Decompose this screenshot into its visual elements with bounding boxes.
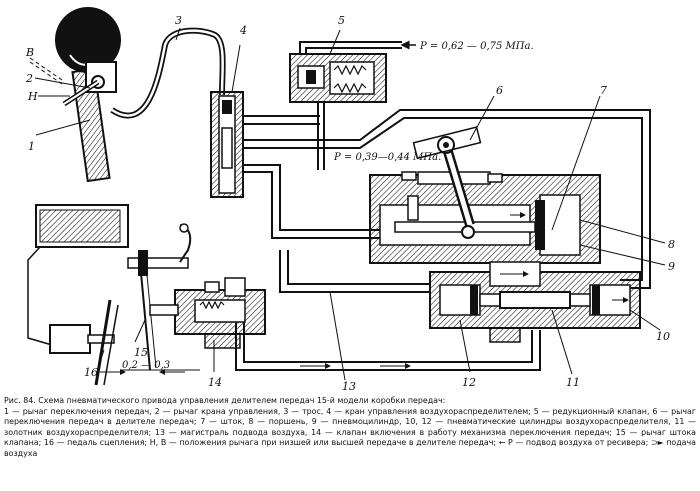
label-8: В	[25, 46, 34, 59]
valve-stem-lever	[139, 261, 151, 371]
air-distributor	[429, 261, 661, 375]
clutch-pedal	[94, 299, 112, 386]
label-5: 5	[338, 14, 345, 27]
gear-lever-shaft	[71, 67, 111, 183]
clutch-assembly	[27, 204, 200, 386]
gear-shift-enable-valve	[149, 277, 266, 372]
caption-body: 1 — рычаг переключения передач, 2 — рыча…	[4, 406, 696, 458]
divider-control-valve	[210, 44, 244, 198]
label-h: Н	[27, 90, 38, 103]
label-10: 10	[656, 330, 670, 343]
label-2: 2	[25, 72, 33, 85]
label-13: 13	[342, 380, 356, 392]
distributor-spool	[499, 291, 571, 309]
label-1: 1	[28, 140, 35, 153]
gear-lever-assembly	[29, 7, 121, 183]
supply-pressure-label: Р = 0,62 — 0,75 МПа.	[419, 41, 534, 52]
label-11: 11	[566, 376, 580, 389]
clearance-label: 0,2 — 0,3	[122, 360, 170, 371]
pneumatic-diagram: В 2 Н 1 3 4 5 6 7 8 9 10 11 12 13 14 15 …	[25, 7, 675, 392]
caption-title: Рис. 84. Схема пневматического привода у…	[4, 396, 446, 405]
divider-pressure-label: Р = 0,39—0,44 МПа.	[333, 152, 441, 163]
clutch-pedal-cylinder	[49, 324, 91, 354]
control-cable	[110, 27, 226, 119]
label-12: 12	[462, 376, 476, 389]
label-7: 7	[600, 84, 607, 97]
label-14: 14	[208, 376, 222, 389]
label-6: 6	[496, 84, 503, 97]
figure-caption: Рис. 84. Схема пневматического привода у…	[4, 396, 696, 488]
reducing-valve	[289, 29, 387, 103]
piston	[535, 200, 545, 250]
label-4: 4	[239, 24, 247, 37]
label-15: 15	[134, 346, 148, 359]
label-9: 9	[668, 260, 675, 273]
label-3: 3	[175, 14, 182, 27]
label-16: 16	[84, 366, 98, 379]
divider-mechanism	[369, 95, 666, 266]
label-8b: 8	[668, 238, 675, 251]
